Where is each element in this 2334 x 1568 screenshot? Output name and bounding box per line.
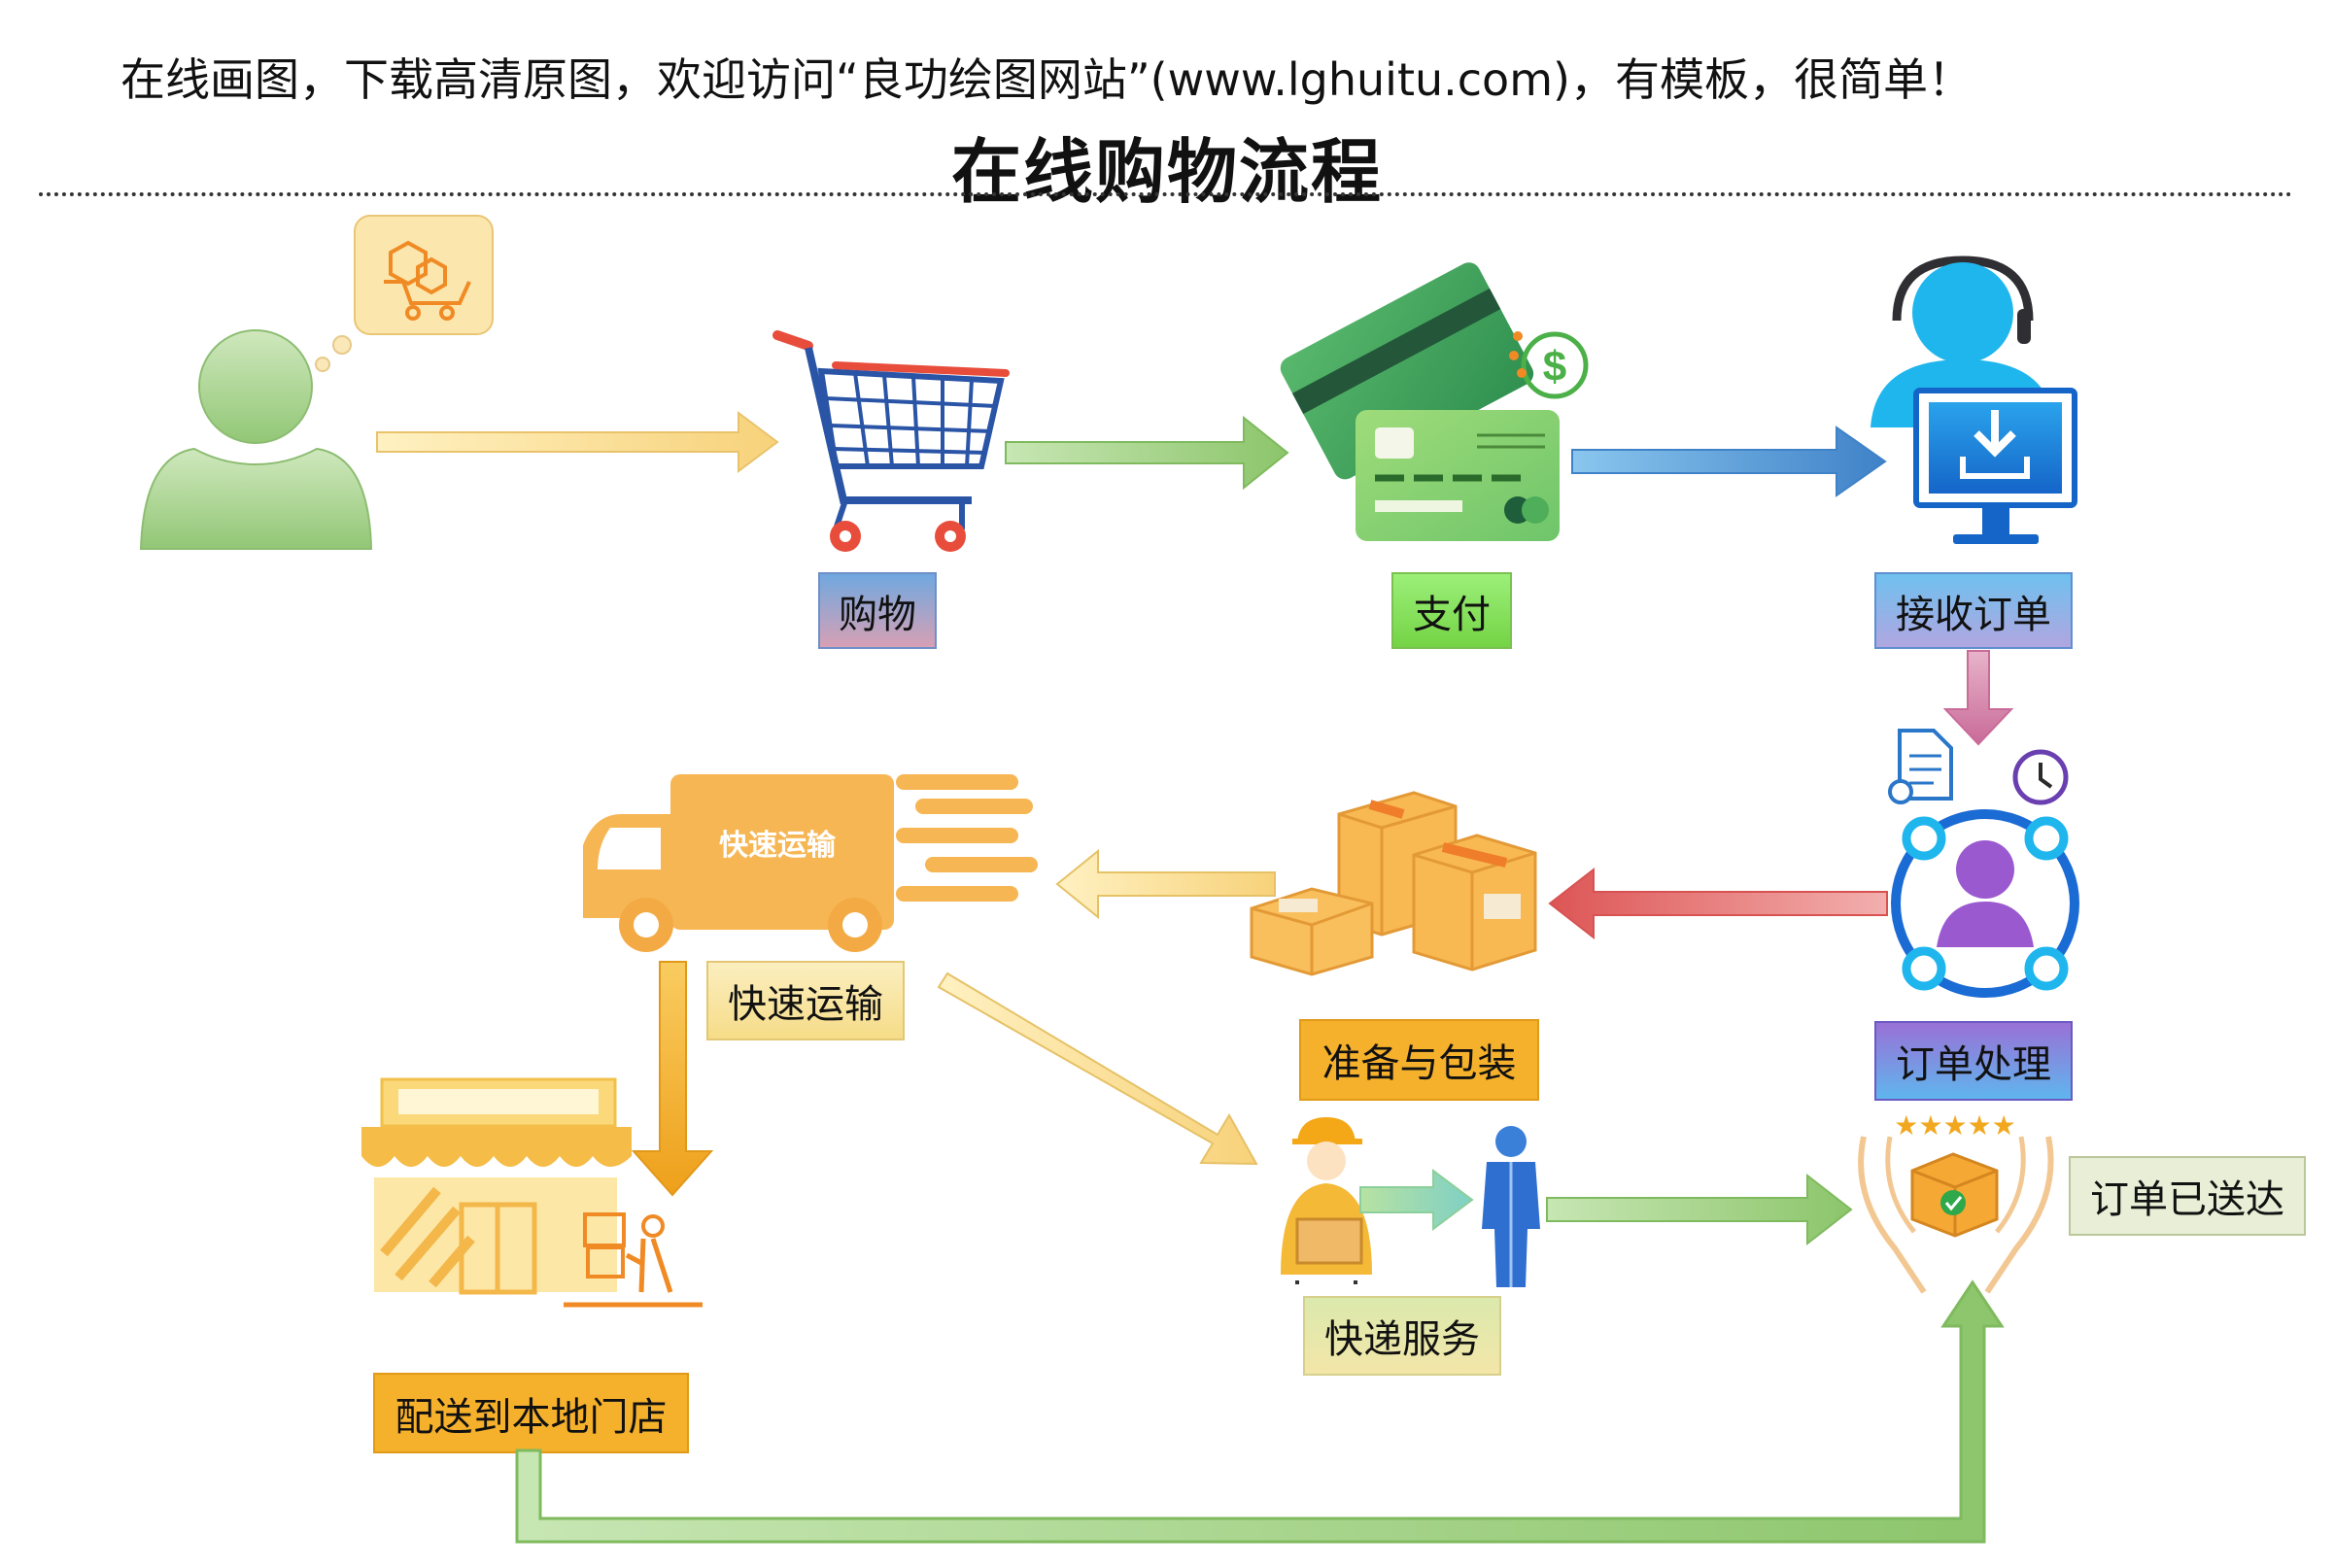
user-icon [139,329,373,550]
label-shopping: 购物 [839,592,916,637]
delivery-person-icon [564,1212,703,1308]
local-store-icon [361,1077,632,1295]
recipient-person-icon [1482,1126,1540,1287]
label-local-store: 配送到本地门店 [395,1394,668,1440]
customer-service-monitor-icon [1871,256,2077,544]
header-note: 在线画图，下载高清原图，欢迎访问“良功绘图网站”(www.lghuitu.com… [120,53,1973,106]
divider [39,192,2293,196]
label-courier-service: 快递服务 [1324,1317,1480,1362]
thought-cart-icon [354,215,494,335]
label-box-prepare-pack [1299,1019,1539,1101]
delivery-truck-icon [583,774,1038,952]
arrow-courier-to-recipient [1359,1169,1474,1231]
label-payment: 支付 [1413,592,1491,637]
delivered-hands-icon: ★★★★★ [1858,1109,2054,1294]
label-box-shopping [818,572,937,649]
shopping-cart-icon [772,330,1010,552]
arrow-recipient-to-delivered [1546,1173,1853,1246]
order-processing-icon [1888,729,2079,998]
label-box-payment [1391,572,1512,649]
arrow-processing-to-boxes [1548,867,1888,940]
arrow-store-to-delivered [515,1279,2005,1544]
svg-text:$: $ [1543,343,1566,391]
label-box-courier-service [1303,1296,1501,1376]
truck-text: 快速运输 [719,829,836,863]
label-prepare-pack: 准备与包装 [1321,1041,1517,1086]
label-box-order-processing [1874,1021,2073,1101]
arrow-user-to-cart [376,411,779,473]
label-delivered: 订单已送达 [2090,1177,2284,1222]
arrow-receive-to-processing [1942,650,2014,746]
svg-text:★★★★★: ★★★★★ [1894,1109,2016,1142]
label-fast-transport: 快速运输 [728,982,883,1027]
label-box-delivered [2069,1156,2306,1236]
arrow-cart-to-payment [1005,415,1289,491]
arrow-boxes-to-truck [1055,848,1276,920]
dollar-refresh-icon: $ [1509,331,1589,399]
arrow-payment-to-receive [1571,426,1887,497]
label-box-receive-order [1874,572,2073,649]
credit-card-icon [1280,262,1560,541]
courier-icon [1281,1117,1372,1284]
label-order-processing: 订单处理 [1896,1042,2051,1087]
packages-icon [1250,791,1537,976]
arrow-truck-to-courier [937,971,1258,1166]
page-title: 在线购物流程 [950,131,1383,213]
label-receive-order: 接收订单 [1896,592,2051,637]
arrow-truck-to-store [631,961,714,1197]
label-box-fast-transport [706,961,905,1040]
